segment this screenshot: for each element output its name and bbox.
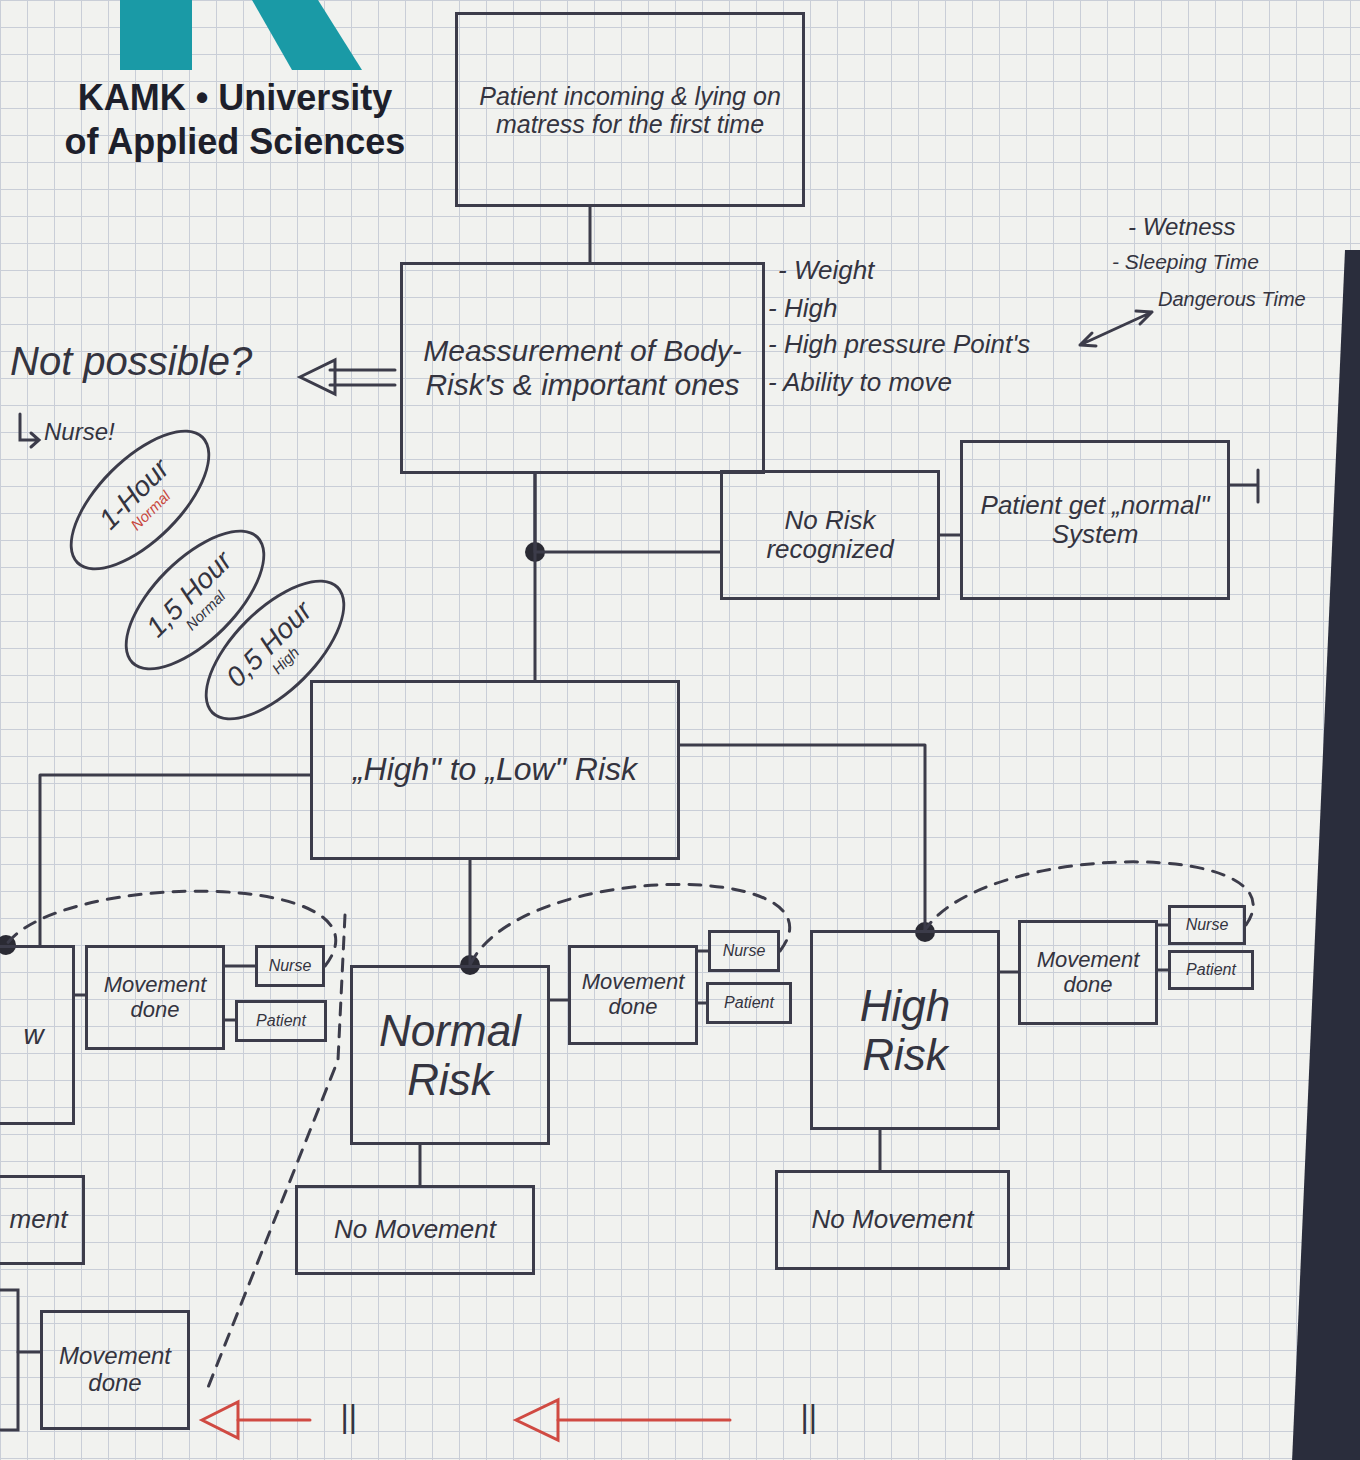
node-text: Movement done [51,1343,179,1397]
node-text: Movement done [96,973,214,1022]
red-arrow [558,1419,730,1422]
logo-text: KAMK • University of Applied Sciences [60,76,410,164]
note-text: - Weight [778,256,874,286]
double-arrow [1080,311,1152,346]
pause-mark: || [340,1398,357,1435]
connector-line [1158,969,1168,972]
connector-line [40,775,310,945]
node-text: High Risk [821,981,989,1080]
note-text: Not possible? [10,338,252,384]
action-box: Movement done [40,1310,190,1430]
connector-line [589,207,592,262]
junction-dots [0,542,935,975]
connector-line [940,534,960,537]
node-text: Patient [256,1012,306,1030]
actor-box: Patient [706,982,792,1024]
risk-box: w [0,945,75,1125]
action-box: No Movement [775,1170,1010,1270]
actor-box: Nurse [1168,905,1246,945]
red-arrow-head [516,1400,558,1440]
node-text: Patient [724,994,774,1012]
node-text: No Risk recognized [731,506,929,564]
connector-line [879,1130,882,1170]
action-box: Movement done [85,945,225,1050]
note-text: - High [768,294,837,324]
actor-box: Patient [235,1000,327,1042]
risk-box: Normal Risk [350,965,550,1145]
connector-line [680,745,925,930]
terminator [1230,470,1258,502]
node-text: Nurse [1186,916,1229,934]
connector-line [225,965,255,968]
actor-box: Nurse [255,945,325,987]
actor-box: Nurse [708,930,780,972]
connector-line [75,994,85,997]
action-box: Movement done [1018,920,1158,1025]
node-text: w [23,1019,43,1050]
process-box: „High" to „Low" Risk [310,680,680,860]
node-text: Movement done [1029,948,1147,997]
note-text: - Ability to move [768,368,952,398]
node-text: Patient incoming & lying on matress for … [466,82,794,138]
red-arrow [238,1419,310,1422]
connector-line [1000,971,1018,974]
note-text: - High pressure Point's [768,330,1030,360]
red-arrow-head [202,1402,238,1438]
node-text: 0,5 Hour [220,595,318,693]
connector-line [469,860,472,965]
node-text: Patient [1186,961,1236,979]
connector-stub [18,1351,40,1354]
process-box: Patient incoming & lying on matress for … [455,12,805,207]
pause-mark: || [800,1398,817,1435]
node-text: No Movement [334,1215,496,1244]
node-text: Nurse [723,942,766,960]
node-text: Nurse [269,957,312,975]
node-text: Patient get „normal" System [971,491,1219,549]
note-text: - Wetness [1128,213,1236,241]
process-box: Meassurement of Body-Risk's & important … [400,262,765,474]
dashed-line [205,915,345,1395]
connector-line [534,474,537,680]
connector-line [698,1002,706,1005]
arrow-head [300,360,335,394]
node-text: Movement done [579,970,687,1019]
process-box: Patient get „normal" System [960,440,1230,600]
dashed-connector [470,884,790,965]
connector-line [550,999,568,1002]
process-box: No Risk recognized [720,470,940,600]
partial-box [0,1290,18,1430]
node-text: Meassurement of Body-Risk's & important … [411,334,754,401]
note-text: Dangerous Time [1158,288,1306,311]
hook-arrow [20,414,39,447]
notebook-edge [1292,250,1360,1460]
connector-line [535,474,720,552]
note-text: - Sleeping Time [1112,250,1259,274]
actor-box: Patient [1168,950,1254,990]
logo-mark [120,0,192,70]
connector-line [225,1019,235,1022]
connector-line [1158,924,1168,927]
action-box: ment [0,1175,85,1265]
risk-box: High Risk [810,930,1000,1130]
connector-line [419,1145,422,1185]
double-arrow [330,370,395,385]
node-text: No Movement [812,1205,974,1234]
logo-mark [252,0,362,70]
connector-line [698,950,708,953]
node-text: Normal Risk [361,1006,539,1105]
action-box: No Movement [295,1185,535,1275]
dashed-connector [6,891,336,966]
action-box: Movement done [568,945,698,1045]
node-text: „High" to „Low" Risk [353,752,637,788]
note-text: Nurse! [44,418,115,446]
node-text: ment [10,1205,68,1234]
